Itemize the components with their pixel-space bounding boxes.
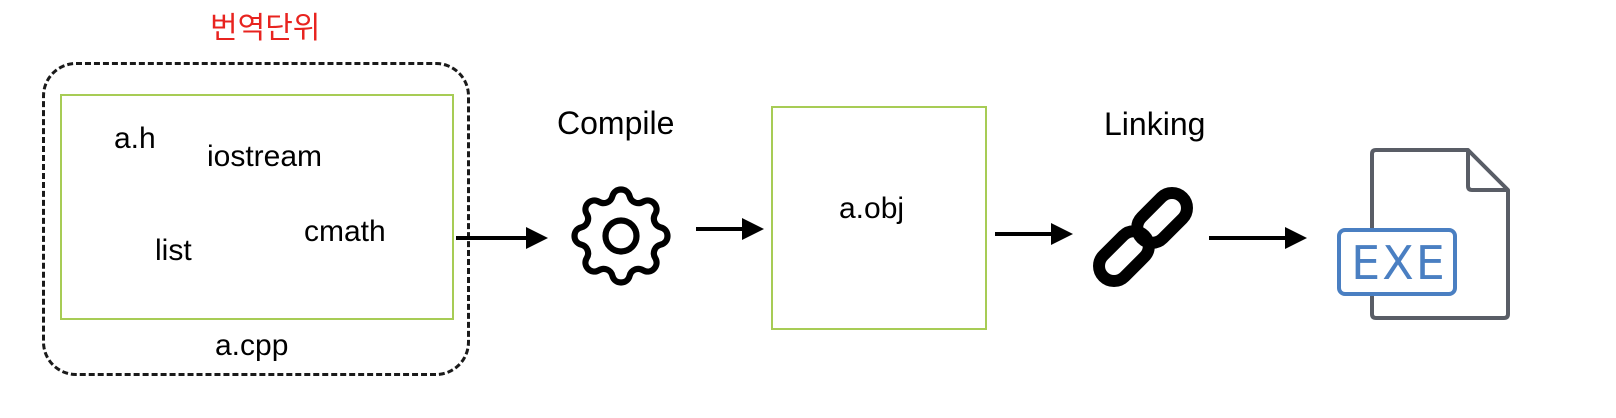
exe-file-icon: EXE: [1336, 146, 1516, 322]
linking-label: Linking: [1104, 106, 1206, 142]
arrow-to-executable: [1209, 227, 1307, 249]
source-files-box: [60, 94, 454, 320]
header-file-iostream: iostream: [207, 140, 323, 173]
translation-unit-boundary: [42, 62, 470, 376]
chain-link-icon: [1093, 187, 1193, 287]
header-file-a-h: a.h: [114, 122, 156, 155]
arrow-to-object: [696, 218, 764, 240]
translation-unit-title: 번역단위: [210, 11, 321, 46]
arrow-to-linking: [995, 223, 1073, 245]
compile-label: Compile: [557, 105, 675, 141]
header-file-cmath: cmath: [304, 215, 386, 248]
exe-badge-text: EXE: [1351, 236, 1447, 290]
object-file-box: [771, 106, 987, 330]
header-file-list: list: [155, 234, 192, 267]
gear-icon: [571, 186, 671, 286]
source-file-label: a.cpp: [215, 329, 289, 362]
arrow-to-compile: [456, 227, 548, 249]
object-file-label: a.obj: [839, 192, 905, 225]
